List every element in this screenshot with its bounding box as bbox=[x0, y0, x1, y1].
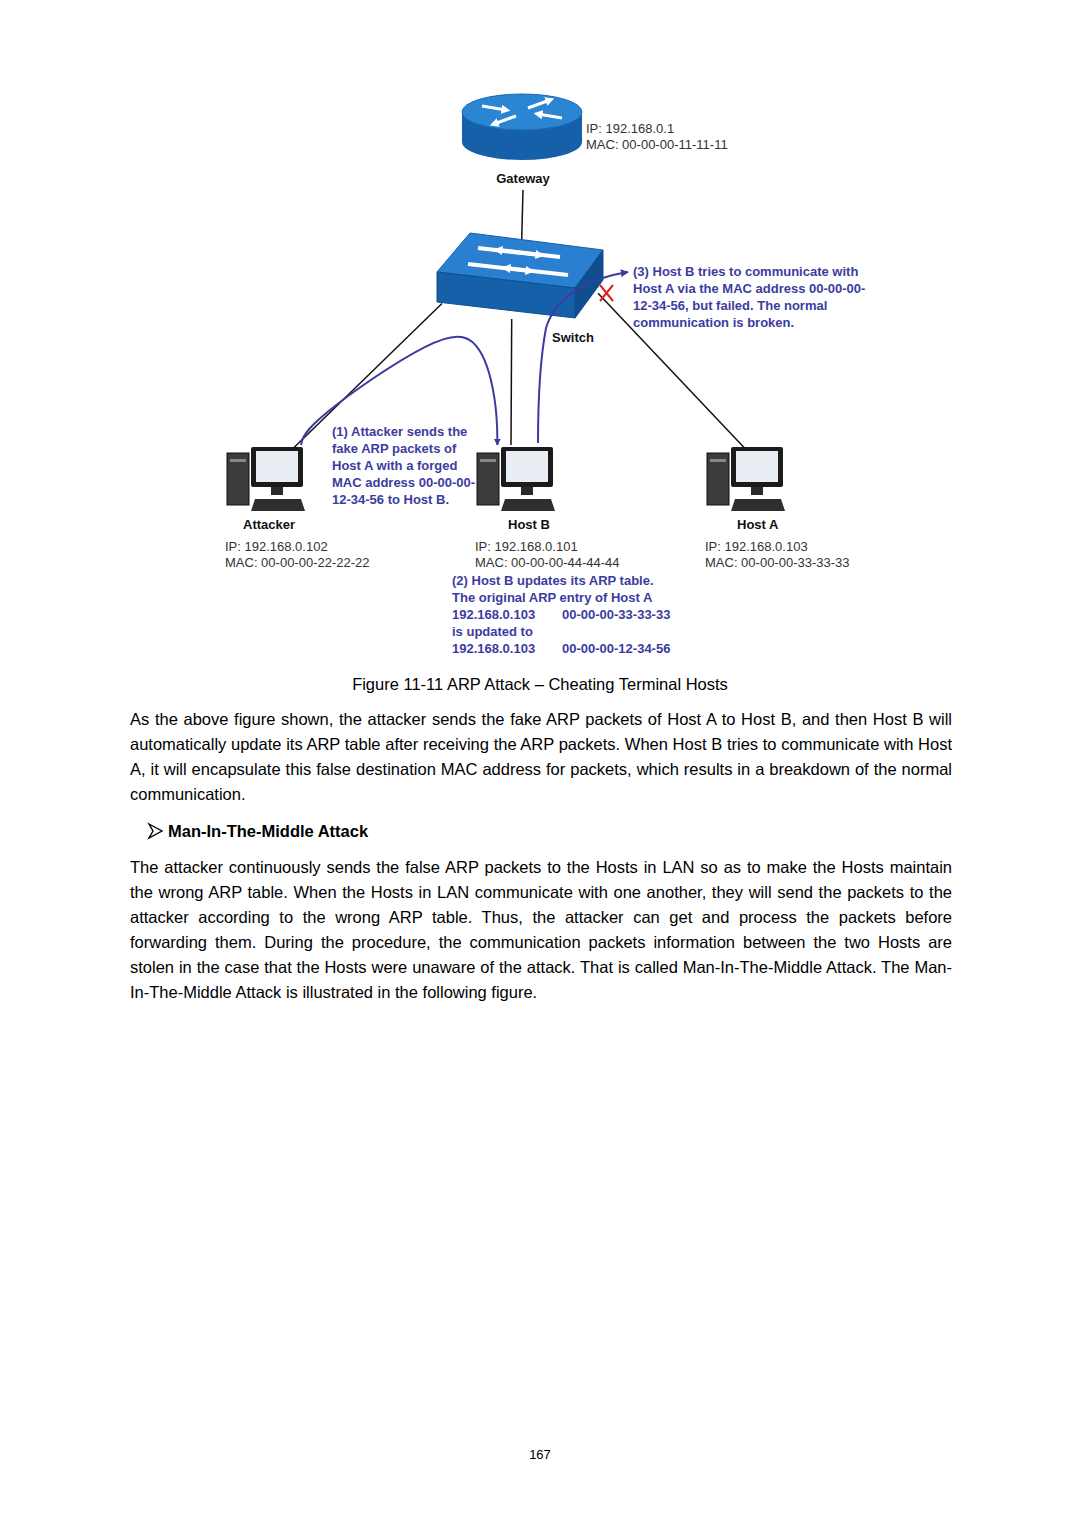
device-address: IP: 192.168.0.102 bbox=[225, 539, 328, 555]
device-name: Gateway bbox=[462, 171, 584, 187]
pc-drive bbox=[710, 459, 726, 462]
body-paragraph: The attacker continuously sends the fals… bbox=[130, 855, 952, 1005]
failure-cross bbox=[600, 285, 613, 301]
switch-icon bbox=[437, 233, 603, 318]
network-device: Switch bbox=[437, 233, 603, 319]
pc-icon bbox=[477, 447, 555, 511]
pc-icons bbox=[227, 447, 785, 511]
figure-caption: Figure 11-11 ARP Attack – Cheating Termi… bbox=[0, 673, 1080, 695]
pc-drive bbox=[230, 459, 246, 462]
pc-screen bbox=[736, 451, 778, 482]
body-paragraph: As the above figure shown, the attacker … bbox=[130, 707, 952, 807]
pc-screen bbox=[506, 451, 548, 482]
network-device: Host AIP: 192.168.0.103MAC: 00-00-00-33-… bbox=[705, 445, 785, 515]
pc-keyboard bbox=[731, 499, 785, 511]
callout-note: (2) Host B updates its ARP table. The or… bbox=[452, 572, 678, 606]
callout-note: (3) Host B tries to communicate with Hos… bbox=[633, 263, 867, 331]
device-address: IP: 192.168.0.101 bbox=[475, 539, 578, 555]
router-arrow bbox=[538, 114, 562, 118]
device-address: MAC: 00-00-00-33-33-33 bbox=[705, 555, 850, 571]
pc-keyboard bbox=[251, 499, 305, 511]
arp-entry: 00-00-00-12-34-56 bbox=[562, 640, 670, 657]
device-name: Switch bbox=[552, 330, 594, 346]
pc-tower bbox=[477, 453, 499, 505]
cross-stroke bbox=[600, 285, 613, 301]
switch-arrow bbox=[498, 250, 560, 257]
pc-screen bbox=[256, 451, 298, 482]
pc-drive bbox=[480, 459, 496, 462]
arp-entry: 00-00-00-33-33-33 bbox=[562, 606, 670, 623]
network-cable bbox=[510, 319, 512, 445]
network-cable bbox=[522, 190, 523, 242]
device-address: MAC: 00-00-00-11-11-11 bbox=[586, 137, 728, 153]
router-arrow bbox=[494, 116, 516, 124]
callout-note: is updated to bbox=[452, 623, 533, 640]
pc-monitor bbox=[731, 447, 783, 487]
section-heading: Man-In-The-Middle Attack bbox=[168, 819, 368, 844]
pc-keyboard bbox=[501, 499, 555, 511]
page-number: 167 bbox=[0, 1447, 1080, 1462]
pc-stand bbox=[751, 487, 763, 495]
device-name: Attacker bbox=[243, 517, 295, 533]
pc-monitor bbox=[251, 447, 303, 487]
cross-stroke bbox=[600, 285, 613, 301]
pc-tower bbox=[227, 453, 249, 505]
pc-stand bbox=[271, 487, 283, 495]
callout-arrow bbox=[538, 272, 628, 443]
pc-stand bbox=[521, 487, 533, 495]
router-top bbox=[462, 94, 582, 130]
callout-note: (1) Attacker sends the fake ARP packets … bbox=[332, 423, 484, 508]
pc-tower bbox=[707, 453, 729, 505]
router-icon bbox=[462, 94, 582, 160]
device-address: IP: 192.168.0.103 bbox=[705, 539, 808, 555]
network-device: GatewayIP: 192.168.0.1MAC: 00-00-00-11-1… bbox=[462, 95, 584, 190]
network-device: AttackerIP: 192.168.0.102MAC: 00-00-00-2… bbox=[225, 445, 305, 515]
arp-entry: 192.168.0.103 bbox=[452, 606, 535, 623]
bullet-arrow bbox=[149, 824, 162, 838]
device-address: MAC: 00-00-00-22-22-22 bbox=[225, 555, 370, 571]
network-device: Host BIP: 192.168.0.101MAC: 00-00-00-44-… bbox=[475, 445, 555, 515]
pc-monitor bbox=[501, 447, 553, 487]
router-arrow bbox=[528, 100, 550, 108]
pc-icon bbox=[707, 447, 785, 511]
pc-icon bbox=[227, 447, 305, 511]
device-name: Host B bbox=[508, 517, 550, 533]
arp-entry: 192.168.0.103 bbox=[452, 640, 535, 657]
device-address: MAC: 00-00-00-44-44-44 bbox=[475, 555, 620, 571]
switch-arrow bbox=[506, 268, 568, 275]
device-address: IP: 192.168.0.1 bbox=[586, 121, 674, 137]
router-arrow bbox=[482, 106, 506, 110]
device-name: Host A bbox=[737, 517, 778, 533]
